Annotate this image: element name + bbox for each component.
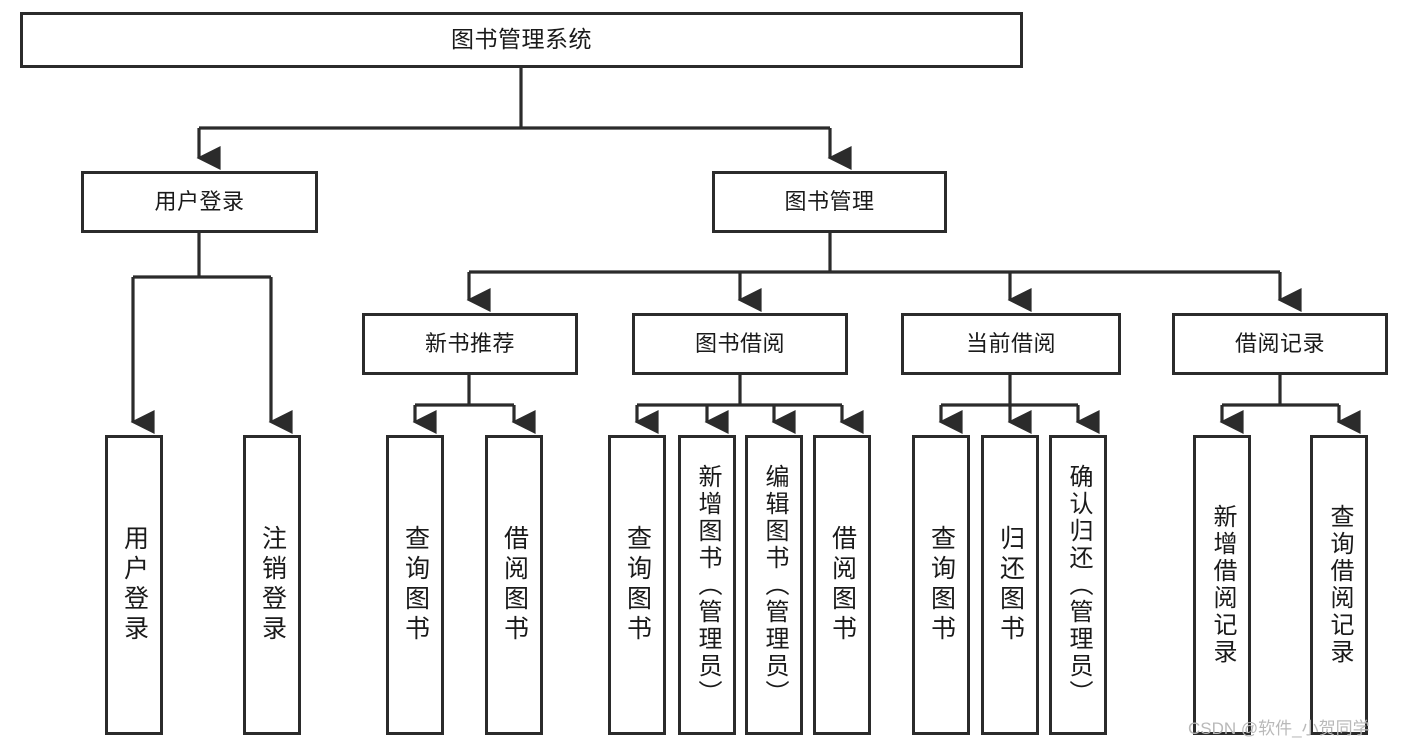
node-label: 借阅图书 (828, 525, 857, 645)
leaf-book-borrow-edit-book-admin[interactable]: 编辑图书（管理员） (745, 435, 803, 735)
leaf-current-borrow-confirm-return-admin[interactable]: 确认归还（管理员） (1049, 435, 1107, 735)
node-label: 编辑图书（管理员） (761, 463, 788, 707)
node-label: 归还图书 (996, 525, 1025, 645)
leaf-new-book-borrow-book[interactable]: 借阅图书 (485, 435, 543, 735)
node-label: 图书管理 (784, 188, 875, 214)
node-root-book-management-system[interactable]: 图书管理系统 (20, 12, 1023, 68)
node-label: 新书推荐 (424, 330, 515, 356)
node-label: 图书管理系统 (451, 26, 592, 53)
node-user-login[interactable]: 用户登录 (81, 171, 318, 233)
leaf-book-borrow-query-book[interactable]: 查询图书 (608, 435, 666, 735)
leaf-book-borrow-add-book-admin[interactable]: 新增图书（管理员） (678, 435, 736, 735)
node-label: 注销登录 (258, 525, 287, 645)
node-label: 查询借阅记录 (1326, 504, 1353, 666)
node-book-borrow[interactable]: 图书借阅 (632, 313, 848, 375)
leaf-new-book-query-book[interactable]: 查询图书 (386, 435, 444, 735)
node-label: 查询图书 (927, 525, 956, 645)
leaf-current-borrow-return-book[interactable]: 归还图书 (981, 435, 1039, 735)
node-label: 当前借阅 (965, 330, 1056, 356)
node-label: 新增图书（管理员） (694, 463, 721, 707)
csdn-watermark: CSDN @软件_小贺同学 (1188, 719, 1370, 738)
leaf-current-borrow-query-book[interactable]: 查询图书 (912, 435, 970, 735)
leaf-user-login-signout[interactable]: 注销登录 (243, 435, 301, 735)
node-label: 用户登录 (154, 188, 245, 214)
node-label: 借阅图书 (500, 525, 529, 645)
node-current-borrow[interactable]: 当前借阅 (901, 313, 1121, 375)
leaf-borrow-record-query-record[interactable]: 查询借阅记录 (1310, 435, 1368, 735)
leaf-borrow-record-add-record[interactable]: 新增借阅记录 (1193, 435, 1251, 735)
node-label: 查询图书 (623, 525, 652, 645)
node-label: 用户登录 (120, 525, 149, 645)
node-borrow-record[interactable]: 借阅记录 (1172, 313, 1388, 375)
node-book-management[interactable]: 图书管理 (712, 171, 947, 233)
node-label: 借阅记录 (1234, 330, 1325, 356)
leaf-book-borrow-borrow-book[interactable]: 借阅图书 (813, 435, 871, 735)
node-label: 新增借阅记录 (1209, 504, 1236, 666)
node-label: 图书借阅 (694, 330, 785, 356)
leaf-user-login-signin[interactable]: 用户登录 (105, 435, 163, 735)
node-label: 查询图书 (401, 525, 430, 645)
node-label: 确认归还（管理员） (1065, 463, 1092, 707)
node-new-book-recommend[interactable]: 新书推荐 (362, 313, 578, 375)
